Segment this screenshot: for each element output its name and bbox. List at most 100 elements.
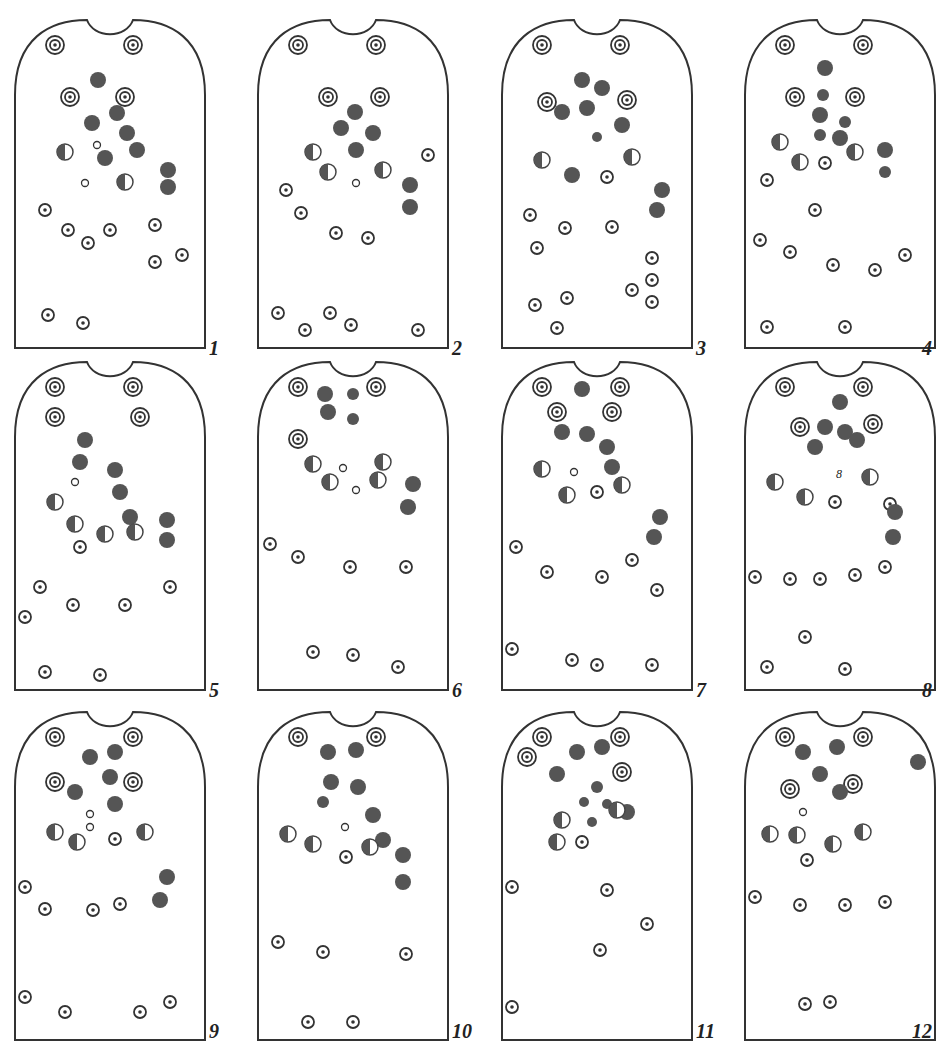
ring-center — [783, 43, 787, 47]
filled-dot — [333, 120, 349, 136]
ring-center — [650, 663, 654, 667]
filled-dot — [569, 744, 585, 760]
ring-dot — [552, 407, 562, 417]
filled-dot — [129, 142, 145, 158]
ring-dot — [780, 40, 790, 50]
filled-dot — [350, 779, 366, 795]
filled-dot — [348, 742, 364, 758]
ring-center — [510, 647, 514, 651]
filled-dot — [599, 439, 615, 455]
ring-dot — [345, 319, 357, 331]
open-dot — [94, 142, 101, 149]
ring-center — [23, 995, 27, 999]
half-dot — [137, 824, 145, 840]
filled-dot — [77, 432, 93, 448]
ring-center — [23, 885, 27, 889]
ring-dot — [646, 274, 658, 286]
ring-dot — [785, 784, 795, 794]
filled-dot — [82, 749, 98, 765]
ring-dot — [829, 496, 841, 508]
double-ring — [367, 378, 385, 396]
ring-center — [46, 313, 50, 317]
ring-dot — [62, 224, 74, 236]
half-dot — [375, 162, 383, 178]
ring-dot — [134, 1006, 146, 1018]
ring-dot — [371, 732, 381, 742]
ring-dot — [317, 946, 329, 958]
ring-dot — [94, 669, 106, 681]
ring-center — [131, 43, 135, 47]
ring-center — [545, 570, 549, 574]
double-ring — [786, 88, 804, 106]
filled-dot — [159, 532, 175, 548]
ring-center — [620, 770, 624, 774]
half-dot — [534, 461, 542, 477]
ring-dot — [761, 661, 773, 673]
ring-dot — [524, 209, 536, 221]
double-ring — [603, 403, 621, 421]
half-dot — [69, 834, 85, 850]
ring-dot — [128, 732, 138, 742]
ring-center — [598, 948, 602, 952]
ring-dot — [50, 382, 60, 392]
ring-center — [404, 952, 408, 956]
open-dot — [72, 479, 79, 486]
figure-number: 12 — [912, 1021, 932, 1041]
ring-center — [510, 885, 514, 889]
double-ring — [781, 780, 799, 798]
double-ring — [776, 728, 794, 746]
half-dot — [862, 469, 870, 485]
ring-center — [555, 410, 559, 414]
ring-center — [600, 575, 604, 579]
open-dot — [87, 824, 94, 831]
ring-dot — [347, 1016, 359, 1028]
double-ring — [367, 36, 385, 54]
filled-dot — [405, 476, 421, 492]
double-ring — [319, 88, 337, 106]
ring-dot — [65, 92, 75, 102]
ring-dot — [858, 40, 868, 50]
double-ring — [131, 408, 149, 426]
ring-center — [853, 95, 857, 99]
filled-dot — [347, 413, 359, 425]
filled-dot — [839, 116, 851, 128]
ring-dot — [82, 237, 94, 249]
ring-center — [525, 755, 529, 759]
ring-center — [66, 228, 70, 232]
ring-center — [374, 43, 378, 47]
ring-dot — [19, 991, 31, 1003]
figure-number: 9 — [209, 1021, 219, 1041]
ring-dot — [264, 538, 276, 550]
filled-dot — [812, 766, 828, 782]
ring-center — [378, 95, 382, 99]
ring-center — [595, 490, 599, 494]
ring-center — [540, 735, 544, 739]
ring-dot — [330, 227, 342, 239]
ring-center — [344, 855, 348, 859]
ring-center — [783, 735, 787, 739]
ring-dot — [848, 779, 858, 789]
filled-dot — [72, 454, 88, 470]
ring-center — [299, 211, 303, 215]
filled-dot — [817, 60, 833, 76]
segment-outline — [258, 20, 448, 348]
ring-center — [618, 385, 622, 389]
ring-dot — [302, 1016, 314, 1028]
ring-dot — [799, 998, 811, 1010]
half-dot — [534, 152, 542, 168]
ring-center — [81, 321, 85, 325]
ring-dot — [596, 571, 608, 583]
half-dot — [370, 472, 378, 488]
ring-dot — [799, 631, 811, 643]
half-dot — [370, 472, 386, 488]
ring-center — [788, 250, 792, 254]
double-ring — [61, 88, 79, 106]
half-dot — [67, 516, 75, 532]
ring-center — [326, 95, 330, 99]
filled-dot — [649, 202, 665, 218]
open-dot — [571, 469, 578, 476]
ring-center — [861, 385, 865, 389]
half-dot — [127, 524, 143, 540]
segment-outline — [15, 362, 205, 690]
half-dot — [57, 144, 65, 160]
